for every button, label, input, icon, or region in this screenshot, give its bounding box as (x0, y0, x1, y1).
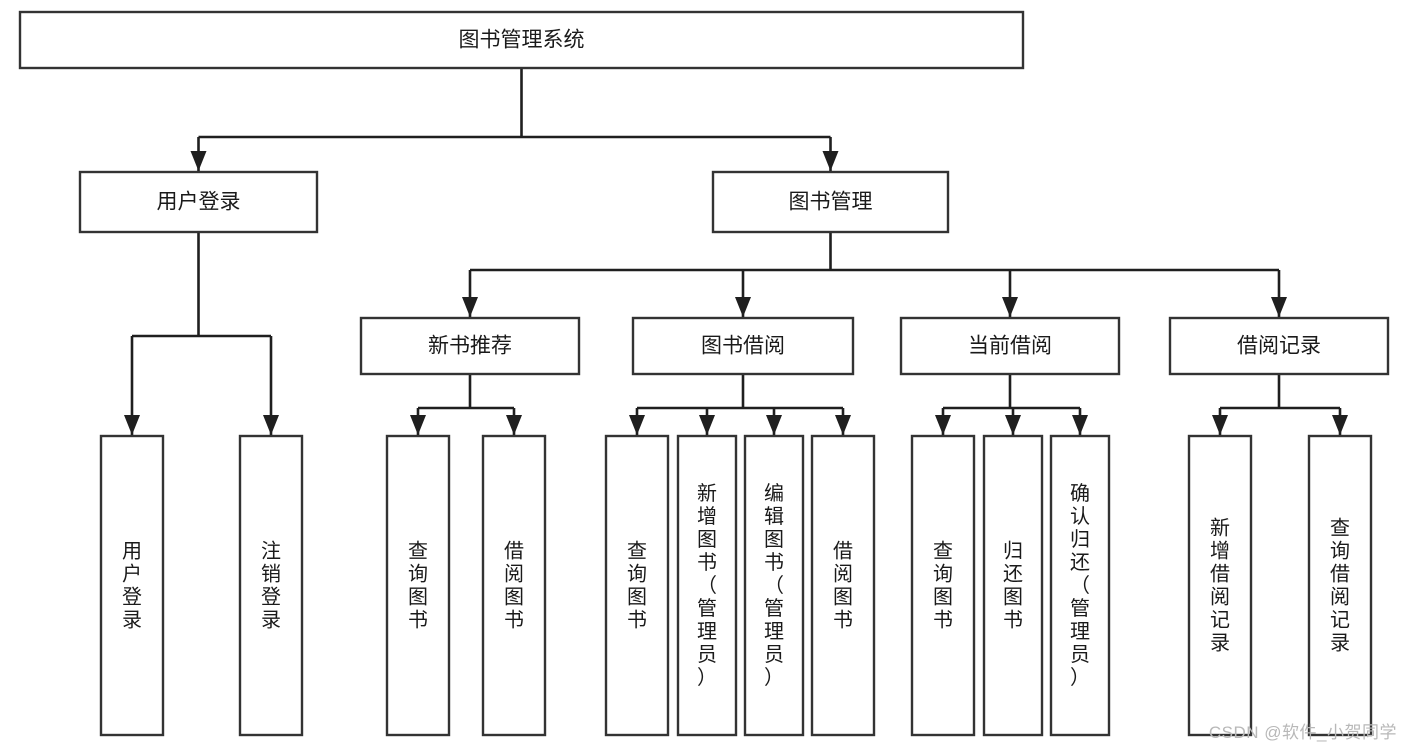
leaf-node[interactable]: 新增借阅记录 (1187, 434, 1253, 737)
arrow-head-icon (263, 415, 279, 435)
root-box[interactable] (18, 10, 1025, 70)
leaf-label: 编辑图书（管理员） (764, 482, 784, 689)
arrow-head-icon (766, 415, 782, 435)
leaf-node[interactable]: 新增图书（管理员） (676, 434, 738, 737)
arrow-head-icon (1072, 415, 1088, 435)
leaf-node[interactable]: 借阅图书 (810, 434, 876, 737)
level3-box[interactable] (899, 316, 1121, 376)
level3-node[interactable]: 借阅记录 (1168, 316, 1390, 376)
leaf-box[interactable] (1049, 434, 1111, 737)
arrow-head-icon (506, 415, 522, 435)
leaf-box[interactable] (743, 434, 805, 737)
arrow-head-icon (822, 151, 839, 171)
level3-box[interactable] (1168, 316, 1390, 376)
arrow-head-icon (462, 297, 478, 317)
arrow-head-icon (410, 415, 426, 435)
leaf-box[interactable] (810, 434, 876, 737)
leaf-node[interactable]: 查询图书 (604, 434, 670, 737)
arrow-head-icon (935, 415, 951, 435)
node-layer: 图书管理系统用户登录图书管理新书推荐图书借阅当前借阅借阅记录用户登录注销登录查询… (18, 10, 1390, 737)
leaf-box[interactable] (1307, 434, 1373, 737)
level2-box[interactable] (711, 170, 950, 234)
leaf-box[interactable] (1187, 434, 1253, 737)
leaf-box[interactable] (238, 434, 304, 737)
arrow-head-icon (124, 415, 140, 435)
level2-label: 用户登录 (157, 191, 241, 214)
arrow-head-icon (1002, 297, 1018, 317)
level2-node[interactable]: 用户登录 (78, 170, 319, 234)
leaf-label: 查询图书 (408, 539, 428, 631)
leaf-node[interactable]: 归还图书 (982, 434, 1044, 737)
leaf-label: 用户登录 (122, 540, 142, 631)
root-node[interactable]: 图书管理系统 (18, 10, 1025, 70)
level3-label: 图书借阅 (701, 335, 785, 358)
level3-label: 当前借阅 (968, 335, 1052, 358)
leaf-box[interactable] (385, 434, 451, 737)
leaf-label: 新增图书（管理员） (697, 482, 717, 689)
leaf-label: 确认归还（管理员） (1070, 482, 1090, 689)
leaf-label: 查询图书 (933, 539, 953, 631)
leaf-label: 查询借阅记录 (1330, 516, 1350, 654)
leaf-node[interactable]: 查询图书 (910, 434, 976, 737)
leaf-node[interactable]: 查询图书 (385, 434, 451, 737)
root-label: 图书管理系统 (459, 29, 585, 52)
level2-node[interactable]: 图书管理 (711, 170, 950, 234)
arrow-head-icon (1332, 415, 1348, 435)
leaf-box[interactable] (910, 434, 976, 737)
arrow-head-icon (835, 415, 851, 435)
arrow-head-icon (629, 415, 645, 435)
leaf-label: 借阅图书 (833, 539, 853, 631)
arrow-head-icon (1271, 297, 1287, 317)
leaf-label: 借阅图书 (504, 539, 524, 631)
leaf-node[interactable]: 确认归还（管理员） (1049, 434, 1111, 737)
level3-node[interactable]: 新书推荐 (359, 316, 581, 376)
leaf-box[interactable] (676, 434, 738, 737)
leaf-box[interactable] (604, 434, 670, 737)
leaf-node[interactable]: 查询借阅记录 (1307, 434, 1373, 737)
arrow-head-icon (1212, 415, 1228, 435)
connector-layer (124, 68, 1348, 435)
level2-label: 图书管理 (789, 191, 873, 214)
arrow-head-icon (699, 415, 715, 435)
leaf-box[interactable] (982, 434, 1044, 737)
level3-node[interactable]: 图书借阅 (631, 316, 855, 376)
level3-label: 借阅记录 (1237, 335, 1321, 358)
arrow-head-icon (1005, 415, 1021, 435)
leaf-node[interactable]: 编辑图书（管理员） (743, 434, 805, 737)
leaf-node[interactable]: 用户登录 (99, 434, 165, 737)
arrow-head-icon (190, 151, 207, 171)
leaf-label: 归还图书 (1003, 539, 1023, 631)
level3-box[interactable] (359, 316, 581, 376)
level3-node[interactable]: 当前借阅 (899, 316, 1121, 376)
csdn-watermark: CSDN @软件_小贺同学 (1208, 723, 1397, 742)
arrow-head-icon (735, 297, 751, 317)
leaf-label: 新增借阅记录 (1210, 516, 1230, 654)
leaf-label: 查询图书 (627, 539, 647, 631)
leaf-box[interactable] (481, 434, 547, 737)
level3-label: 新书推荐 (428, 335, 512, 358)
leaf-label: 注销登录 (261, 539, 281, 631)
level2-box[interactable] (78, 170, 319, 234)
level3-box[interactable] (631, 316, 855, 376)
leaf-node[interactable]: 注销登录 (238, 434, 304, 737)
leaf-node[interactable]: 借阅图书 (481, 434, 547, 737)
leaf-box[interactable] (99, 434, 165, 737)
